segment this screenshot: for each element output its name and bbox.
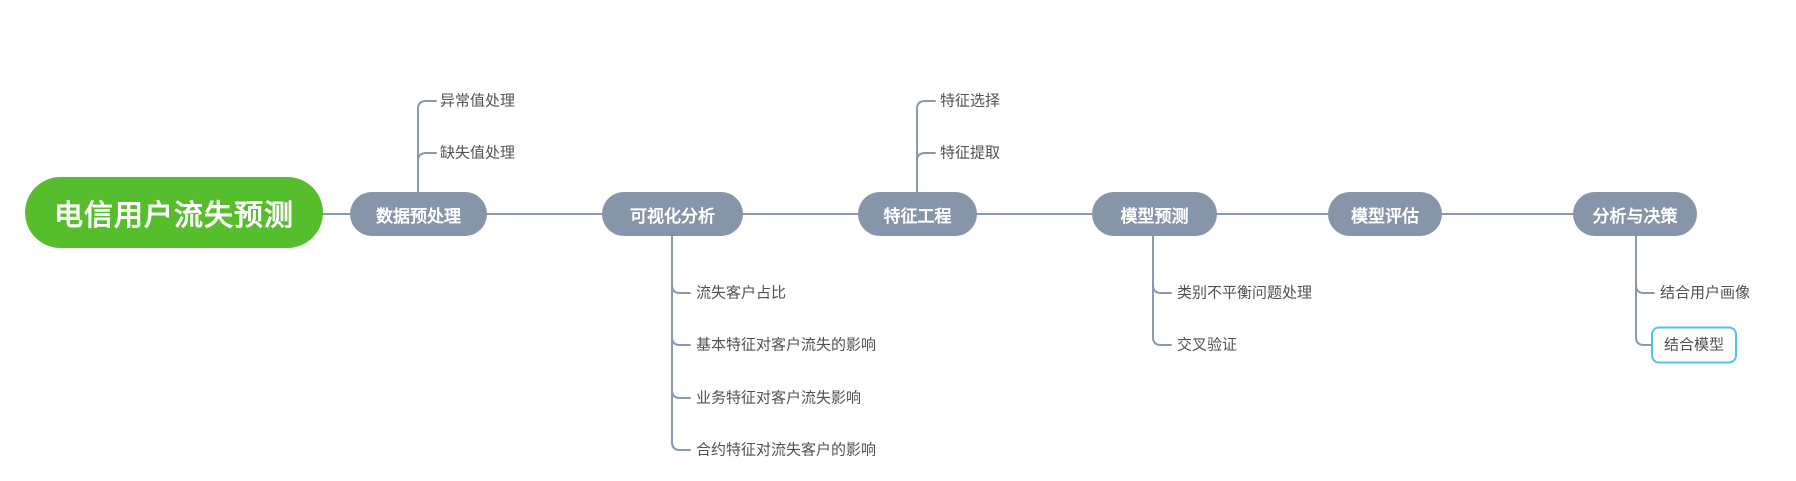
- subtopic-service-features-impact[interactable]: 业务特征对客户流失影响: [696, 389, 862, 407]
- connector-topic1-child0: [671, 284, 691, 294]
- subtopic-churn-ratio[interactable]: 流失客户占比: [696, 284, 787, 302]
- subtopic-user-profile[interactable]: 结合用户画像: [1660, 284, 1751, 302]
- topic-analysis-decision[interactable]: 分析与决策: [1573, 192, 1697, 236]
- subtopic-feature-extraction[interactable]: 特征提取: [940, 144, 1001, 162]
- subtopic-missing-value-handling[interactable]: 缺失值处理: [440, 144, 516, 162]
- connector-topic2-child1: [916, 152, 936, 162]
- connector-topic5-child1: [1635, 235, 1653, 346]
- connector-topic3-child0: [1152, 284, 1172, 294]
- connector-topic0-child1: [417, 152, 437, 162]
- subtopic-outlier-handling[interactable]: 异常值处理: [440, 92, 516, 110]
- connector-topic2-child0: [916, 100, 936, 193]
- subtopic-contract-features-impact[interactable]: 合约特征对流失客户的影响: [696, 441, 877, 459]
- subtopic-feature-selection[interactable]: 特征选择: [940, 92, 1001, 110]
- connector-topic3-child1: [1152, 235, 1172, 346]
- topic-model-evaluation[interactable]: 模型评估: [1328, 192, 1442, 236]
- connector-topic1-child1: [671, 336, 691, 346]
- topic-model-prediction[interactable]: 模型预测: [1092, 192, 1217, 236]
- topic-visual-analysis[interactable]: 可视化分析: [602, 192, 743, 236]
- connector-topic5-child0: [1635, 284, 1655, 294]
- subtopic-basic-features-impact[interactable]: 基本特征对客户流失的影响: [696, 336, 877, 354]
- connector-topic0-child0: [417, 100, 437, 193]
- subtopic-class-imbalance-handling[interactable]: 类别不平衡问题处理: [1177, 284, 1313, 302]
- connector-topic1-child2: [671, 389, 691, 399]
- subtopic-cross-validation[interactable]: 交叉验证: [1177, 336, 1238, 354]
- topic-data-preprocessing[interactable]: 数据预处理: [350, 192, 487, 236]
- topic-feature-engineering[interactable]: 特征工程: [858, 192, 977, 236]
- root-topic[interactable]: 电信用户流失预测: [25, 177, 323, 248]
- connector-topic1-child3: [671, 235, 691, 451]
- subtopic-combine-model-selected[interactable]: 结合模型: [1651, 326, 1738, 364]
